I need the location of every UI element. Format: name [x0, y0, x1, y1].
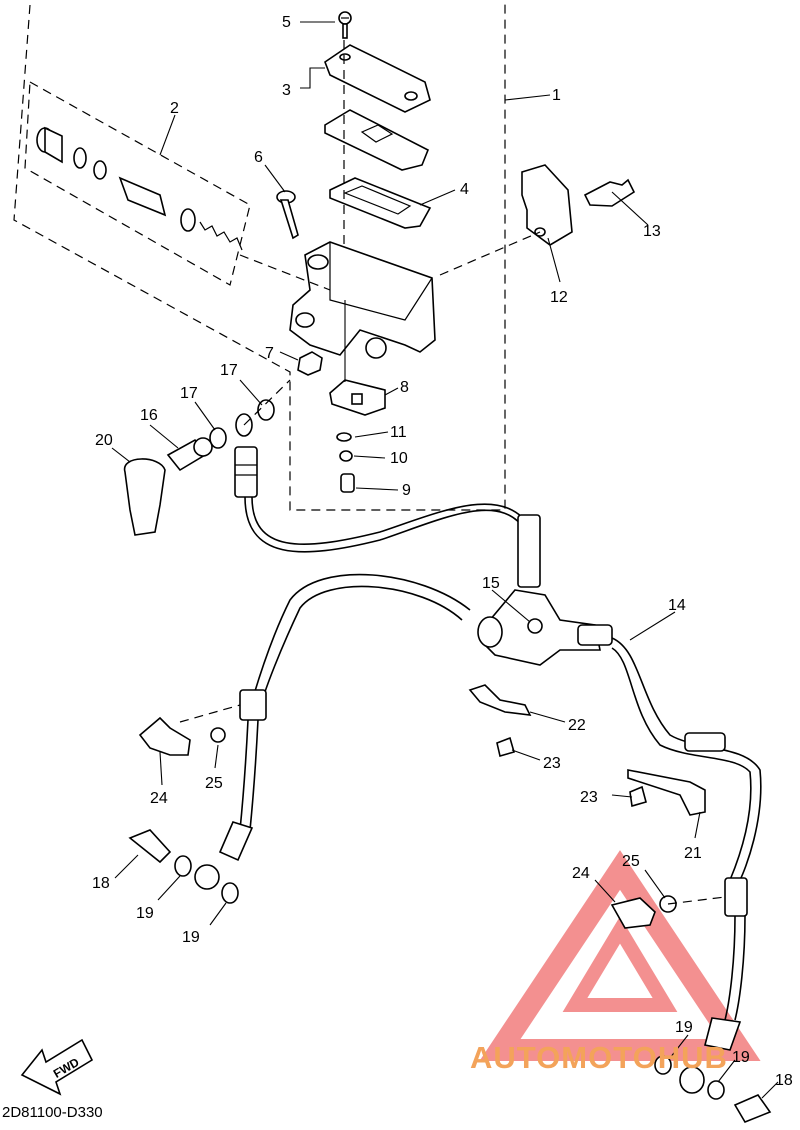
callout-13: 13 — [643, 223, 661, 240]
watermark-text: AUTOMOTOHUB — [470, 1040, 728, 1075]
watermark-logo — [479, 850, 761, 1061]
leader-lines — [111, 21, 779, 1099]
upper-hose — [124, 379, 541, 588]
callout-2: 2 — [170, 100, 179, 117]
callout-16: 16 — [140, 407, 158, 424]
assembly-boundary — [13, 0, 506, 511]
callout-labels: 5 3 1 2 6 4 13 12 7 17 8 17 16 11 20 10 … — [92, 14, 793, 1089]
callout-18-left: 18 — [92, 875, 110, 892]
callout-4: 4 — [460, 181, 469, 198]
fwd-arrow: FWD — [20, 1038, 94, 1096]
callout-23-right: 23 — [580, 789, 598, 806]
callout-11: 11 — [390, 424, 407, 441]
callout-7: 7 — [265, 345, 274, 362]
callout-1: 1 — [552, 87, 561, 104]
callout-12: 12 — [550, 289, 568, 306]
lower-right-fittings — [610, 877, 772, 1123]
joint-and-hoses — [468, 589, 762, 881]
piston-kit — [36, 126, 331, 291]
callout-23-center: 23 — [543, 755, 561, 772]
callout-8: 8 — [400, 379, 409, 396]
callout-19-left-a: 19 — [136, 905, 154, 922]
callout-14: 14 — [668, 597, 686, 614]
callout-17-lower: 17 — [180, 385, 198, 402]
callout-10: 10 — [390, 450, 408, 467]
callout-19-right-a: 19 — [675, 1019, 693, 1036]
callout-9: 9 — [402, 482, 411, 499]
callout-25-left: 25 — [205, 775, 223, 792]
callout-24-right: 24 — [572, 865, 590, 882]
callout-22: 22 — [568, 717, 586, 734]
lower-left-hose — [128, 573, 471, 904]
callout-19-right-b: 19 — [732, 1049, 750, 1066]
callout-17-upper: 17 — [220, 362, 238, 379]
callout-18-right: 18 — [775, 1072, 793, 1089]
callout-24-left: 24 — [150, 790, 168, 807]
callout-3: 3 — [282, 82, 291, 99]
drawing-code: 2D81100-D330 — [2, 1104, 103, 1121]
master-cylinder-group — [276, 11, 436, 493]
callout-21: 21 — [684, 845, 702, 862]
callout-6: 6 — [254, 149, 263, 166]
callout-5: 5 — [282, 14, 291, 31]
callout-15: 15 — [482, 575, 500, 592]
holder-bracket — [439, 164, 636, 276]
callout-25-right: 25 — [622, 853, 640, 870]
callout-19-left-b: 19 — [182, 929, 200, 946]
callout-20: 20 — [95, 432, 113, 449]
